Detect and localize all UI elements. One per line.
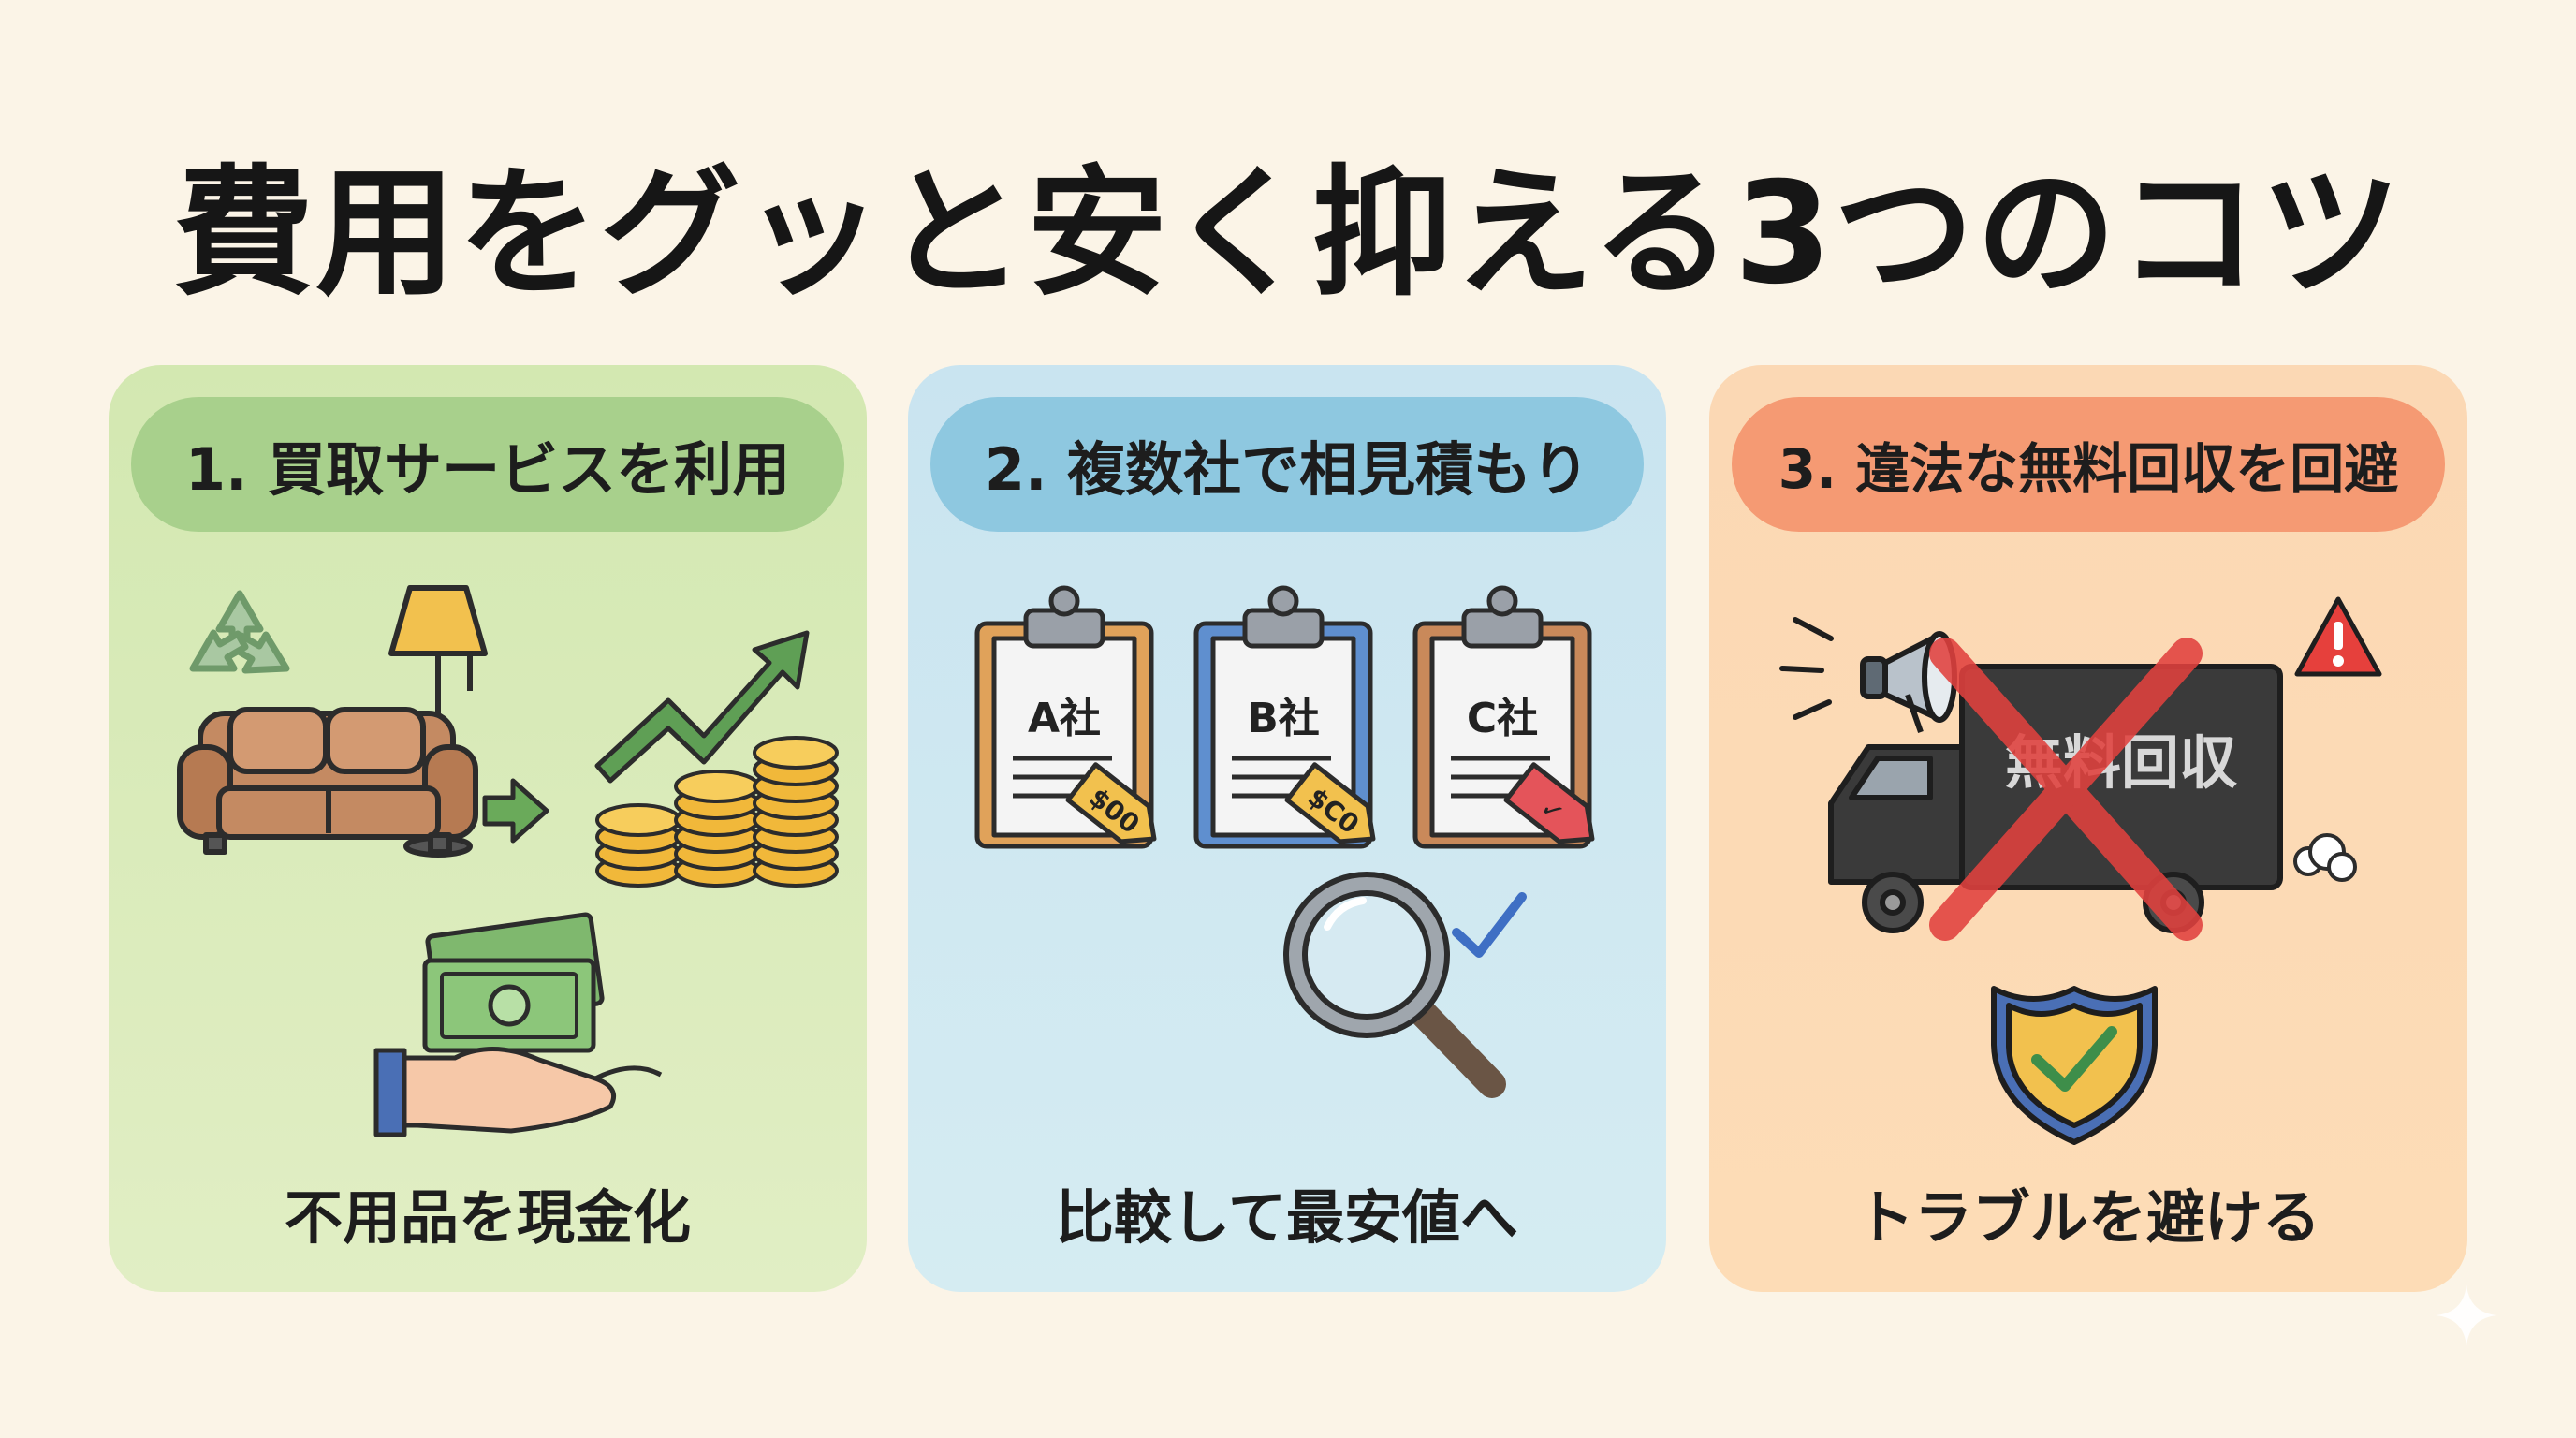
tip-2-illustration: A社 $00 B社 $C0 C社 ✓ — [974, 585, 1595, 1098]
megaphone-icon — [1860, 631, 1957, 733]
tip-1-illustration — [177, 585, 839, 1137]
price-tag-icon — [1503, 762, 1595, 844]
sofa-icon — [177, 707, 478, 855]
tip-caption-1: 不用品を現金化 — [284, 1183, 691, 1252]
coin-stacks-icon — [595, 736, 839, 888]
warning-icon — [2294, 596, 2382, 677]
recycle-icon — [189, 590, 290, 674]
clipboard-icon — [1412, 585, 1592, 849]
tip-card-2: 2. 複数社で相見積もり A社 $00 B社 $C0 — [908, 365, 1666, 1292]
price-tag-icon — [1284, 762, 1376, 844]
magnifier-icon — [1283, 872, 1506, 1098]
page-title: 費用をグッと安く抑える3つのコツ — [173, 153, 2403, 315]
clipboard-label-b: B社 — [1247, 695, 1320, 742]
tip-caption-2: 比較して最安値へ — [1055, 1183, 1519, 1252]
trend-arrow-icon — [594, 630, 810, 784]
exhaust-icon — [2293, 833, 2357, 882]
tip-3-illustration: 無料回収 — [1779, 596, 2382, 1145]
tip-card-1: 1. 買取サービスを利用 — [109, 365, 867, 1292]
clipboard-label-c: C社 — [1467, 695, 1538, 742]
tip-heading-2: 2. 複数社で相見積もり — [930, 397, 1644, 532]
cross-mark-icon — [1929, 638, 2203, 941]
tip-caption-3: トラブルを避ける — [1855, 1183, 2320, 1252]
sparkle-icon — [2436, 1284, 2497, 1346]
tip-card-3: 3. 違法な無料回収を回避 無料回収 — [1709, 365, 2467, 1292]
checkmark-icon — [1452, 892, 1527, 958]
sound-lines-icon — [1779, 617, 1834, 720]
tip-heading-3: 3. 違法な無料回収を回避 — [1732, 397, 2445, 532]
price-tag-icon — [1065, 762, 1157, 844]
shield-check-icon — [1991, 986, 2158, 1145]
clipboard-label-a: A社 — [1028, 695, 1101, 742]
cash-hand-icon — [373, 912, 663, 1137]
tip-heading-1: 1. 買取サービスを利用 — [131, 397, 844, 532]
arrow-right-icon — [482, 778, 549, 844]
